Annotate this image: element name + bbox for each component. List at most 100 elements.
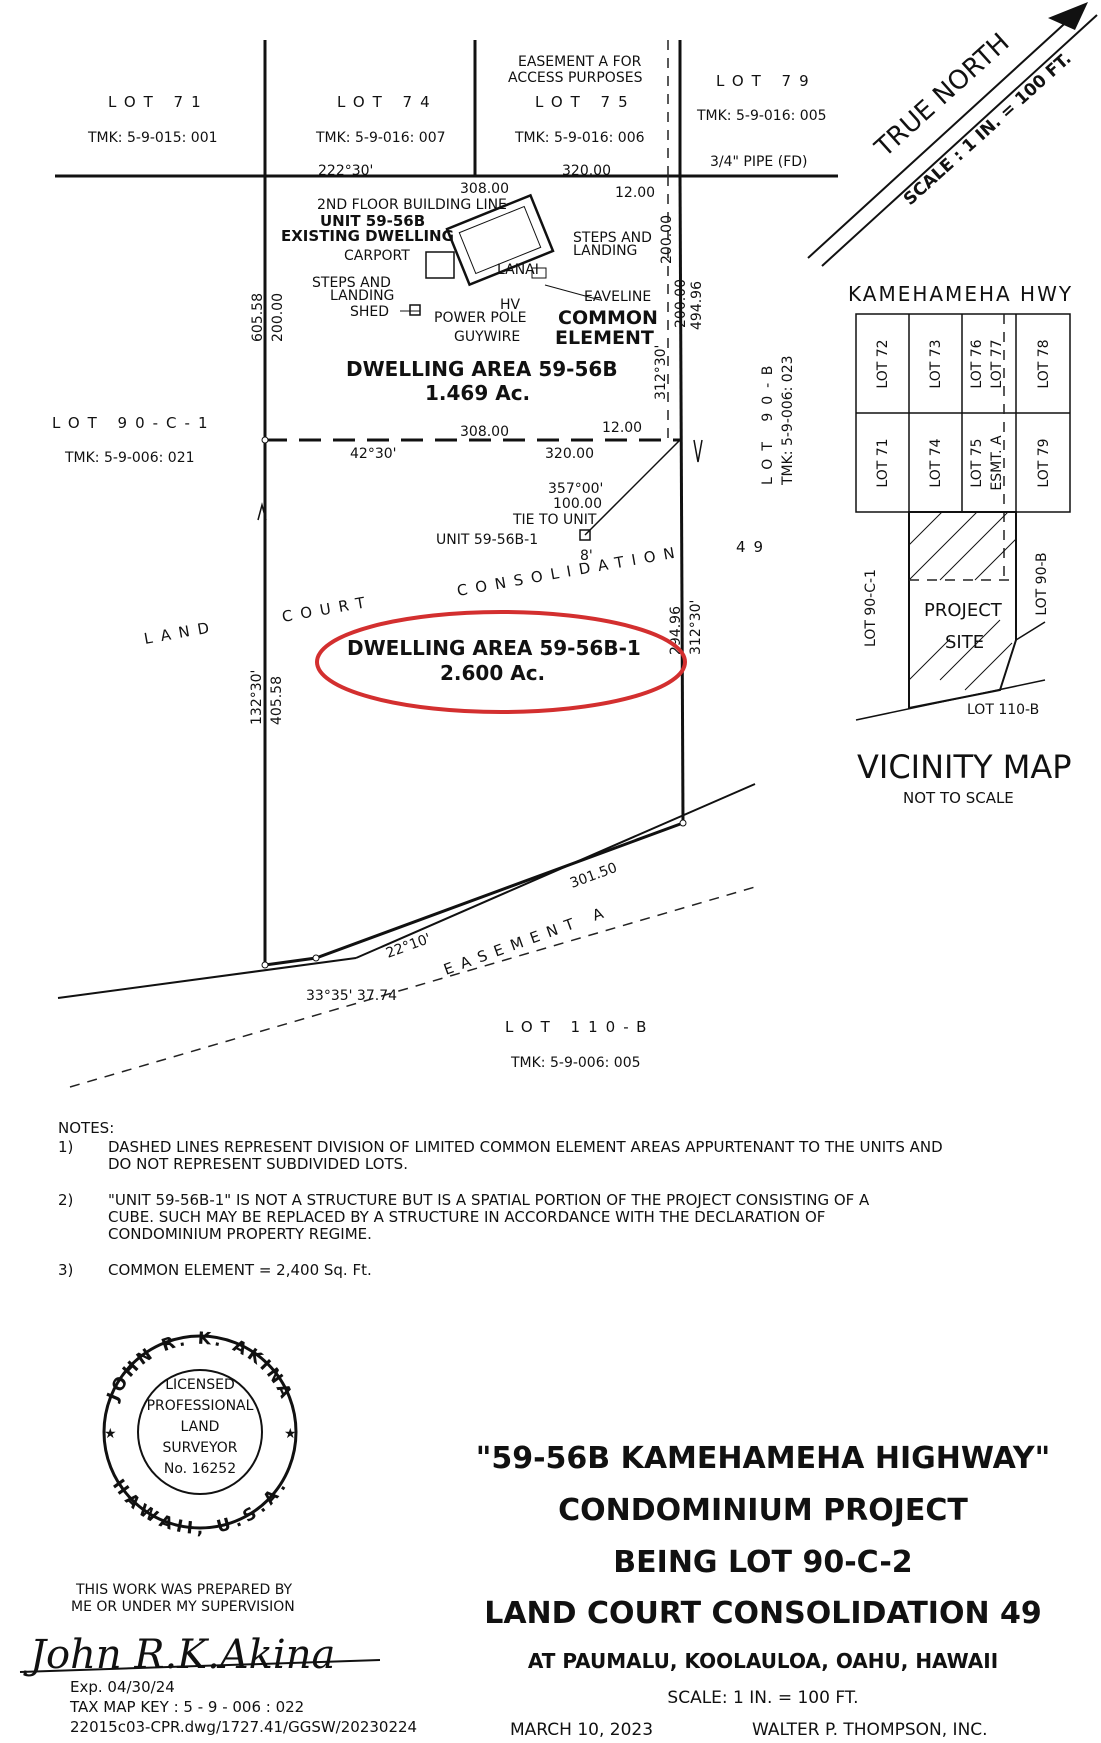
lanai-label: LANAI: [497, 262, 539, 278]
dim-left2-bearing: 132°30': [249, 670, 265, 725]
dim-bottom-corner: 33°35' 37.74: [306, 988, 397, 1004]
vicinity-top-lot-0: LOT 72: [875, 339, 891, 388]
plat-linework: [55, 40, 838, 1088]
dim-top-12: 12.00: [615, 185, 655, 201]
common-element-1: COMMON: [558, 307, 658, 329]
dim-top-308: 308.00: [460, 181, 509, 197]
consolidation-label: CONSOLIDATION: [456, 543, 684, 600]
dim-left2-405: 405.58: [269, 676, 285, 725]
building-labels: 2ND FLOOR BUILDING LINE UNIT 59-56B EXIS…: [281, 197, 658, 349]
vicinity-road: KAMEHAMEHA HWY: [848, 282, 1073, 306]
power-pole-label: POWER POLE: [434, 310, 526, 326]
steps-left-2: LANDING: [330, 288, 394, 304]
vicinity-lot90b: LOT 90-B: [1034, 552, 1050, 615]
title-line-4: LAND COURT CONSOLIDATION 49: [484, 1596, 1042, 1631]
area-59-56b-name: DWELLING AREA 59-56B: [346, 357, 618, 381]
lot-90c1-label: LOT 90-C-1: [52, 414, 216, 432]
vicinity-lot110b: LOT 110-B: [967, 702, 1039, 718]
lot-71-label: LOT 71: [108, 93, 209, 111]
true-north-label: TRUE NORTH: [869, 28, 1016, 164]
title-line-1: "59-56B KAMEHAMEHA HIGHWAY": [476, 1441, 1051, 1476]
note-3-number: 3): [58, 1261, 73, 1279]
certification-block: THIS WORK WAS PREPARED BY ME OR UNDER MY…: [19, 1582, 417, 1736]
project-site-hatch: [908, 511, 1017, 691]
area-59-56b-size: 1.469 Ac.: [425, 381, 530, 405]
tie-distance: 100.00: [553, 496, 602, 512]
notes-heading: NOTES:: [58, 1119, 114, 1137]
vicinity-map: KAMEHAMEHA HWY PROJECT SITE LOT 110-B VI…: [848, 282, 1073, 807]
dim-right-200a: 200.00: [659, 215, 675, 264]
note-2-line-3: CONDOMINIUM PROPERTY REGIME.: [108, 1225, 372, 1243]
notes: NOTES: 1) DASHED LINES REPRESENT DIVISIO…: [58, 1119, 943, 1279]
dim-right2-bearing: 312°30': [688, 600, 704, 655]
common-element-2: ELEMENT: [555, 327, 654, 349]
vicinity-top-lot-3: LOT 77: [989, 339, 1005, 388]
tie-bearing: 357°00': [548, 481, 603, 497]
lot-90b-label: LOT 90-B: [760, 358, 776, 485]
dim-right-200b: 200.00: [673, 279, 689, 328]
existing-dwelling-label: EXISTING DWELLING: [281, 227, 454, 245]
lot-90b-tmk: TMK: 5-9-006: 023: [780, 355, 796, 486]
unit-cube-marker: [579, 529, 591, 541]
title-scale: SCALE: 1 IN. = 100 FT.: [667, 1688, 858, 1708]
highlight-ellipse: [315, 610, 687, 714]
cert-line-2: ME OR UNDER MY SUPERVISION: [71, 1599, 295, 1615]
lot-90c1-tmk: TMK: 5-9-006: 021: [64, 450, 195, 466]
easement-note-2: ACCESS PURPOSES: [508, 70, 643, 86]
lot-74-tmk: TMK: 5-9-016: 007: [315, 130, 446, 146]
lot-75-tmk: TMK: 5-9-016: 006: [514, 130, 645, 146]
dim-mid-bearing: 42°30': [350, 446, 396, 462]
area-59-56b-1-size: 2.600 Ac.: [440, 661, 545, 685]
easement-a-label: EASEMENT A: [441, 901, 613, 978]
title-block: "59-56B KAMEHAMEHA HIGHWAY" CONDOMINIUM …: [476, 1441, 1051, 1740]
title-surveyor: WALTER P. THOMPSON, INC.: [752, 1720, 988, 1740]
consolidation-number: 49: [736, 538, 771, 556]
dim-mid-308: 308.00: [460, 424, 509, 440]
eaveline-label: EAVELINE: [584, 289, 651, 305]
land-label: LAND: [143, 617, 219, 648]
unit-59-56b-label: UNIT 59-56B: [320, 212, 425, 230]
title-line-3: BEING LOT 90-C-2: [613, 1545, 912, 1580]
title-date: MARCH 10, 2023: [510, 1720, 653, 1740]
note-1-line-1: DASHED LINES REPRESENT DIVISION OF LIMIT…: [108, 1138, 943, 1156]
dim-right-bearing: 312°30': [653, 345, 669, 400]
lot-71-tmk: TMK: 5-9-015: 001: [87, 130, 218, 146]
note-3-line-1: COMMON ELEMENT = 2,400 Sq. Ft.: [108, 1261, 372, 1279]
dim-left-200: 200.00: [270, 293, 286, 342]
note-1-line-2: DO NOT REPRESENT SUBDIVIDED LOTS.: [108, 1155, 408, 1173]
dim-mid-12: 12.00: [602, 420, 642, 436]
vicinity-lot90c1: LOT 90-C-1: [863, 569, 879, 647]
court-label: COURT: [281, 592, 374, 626]
pipe-label: 3/4" PIPE (FD): [710, 154, 808, 170]
seal-line-2: PROFESSIONAL: [147, 1398, 254, 1414]
surveyor-seal: JOHN R. K. AKINA HAWAII, U.S.A. ★ ★ LICE…: [102, 1329, 298, 1539]
steps-left-1: STEPS AND: [312, 275, 391, 291]
steps-right-1: STEPS AND: [573, 230, 652, 246]
seal-ring-bottom: HAWAII, U.S.A.: [108, 1476, 292, 1539]
dim-left-605: 605.58: [250, 293, 266, 342]
vicinity-project-2: SITE: [945, 632, 984, 653]
seal-line-5: No. 16252: [164, 1461, 236, 1477]
drawing-file: 22015c03-CPR.dwg/1727.41/GGSW/20230224: [70, 1718, 417, 1736]
seal-line-4: SURVEYOR: [162, 1440, 237, 1456]
seal-star-right: ★: [284, 1426, 297, 1442]
existing-dwelling-footprint: [400, 193, 601, 316]
note-2-line-2: CUBE. SUCH MAY BE REPLACED BY A STRUCTUR…: [108, 1208, 825, 1226]
carport-label: CARPORT: [344, 248, 410, 264]
vicinity-title: VICINITY MAP: [857, 748, 1072, 786]
note-1-number: 1): [58, 1138, 73, 1156]
floor-line-label: 2ND FLOOR BUILDING LINE: [317, 197, 507, 213]
dim-right-494: 494.96: [689, 281, 705, 330]
vicinity-top-lot-1: LOT 73: [928, 339, 944, 388]
lot-75-label: LOT 75: [535, 93, 636, 111]
vicinity-bottom-lot-2: LOT 75: [969, 438, 985, 487]
dim-bottom-301: 301.50: [568, 860, 620, 892]
license-expiration: Exp. 04/30/24: [70, 1678, 175, 1696]
vicinity-project-1: PROJECT: [924, 600, 1003, 621]
tie-label: TIE TO UNIT: [512, 512, 597, 528]
easement-note-1: EASEMENT A FOR: [518, 54, 642, 70]
seal-star-left: ★: [104, 1426, 117, 1442]
title-line-2: CONDOMINIUM PROJECT: [558, 1493, 968, 1528]
guywire-label: GUYWIRE: [454, 329, 520, 345]
unit-59-56b-1-label: UNIT 59-56B-1: [436, 532, 538, 548]
